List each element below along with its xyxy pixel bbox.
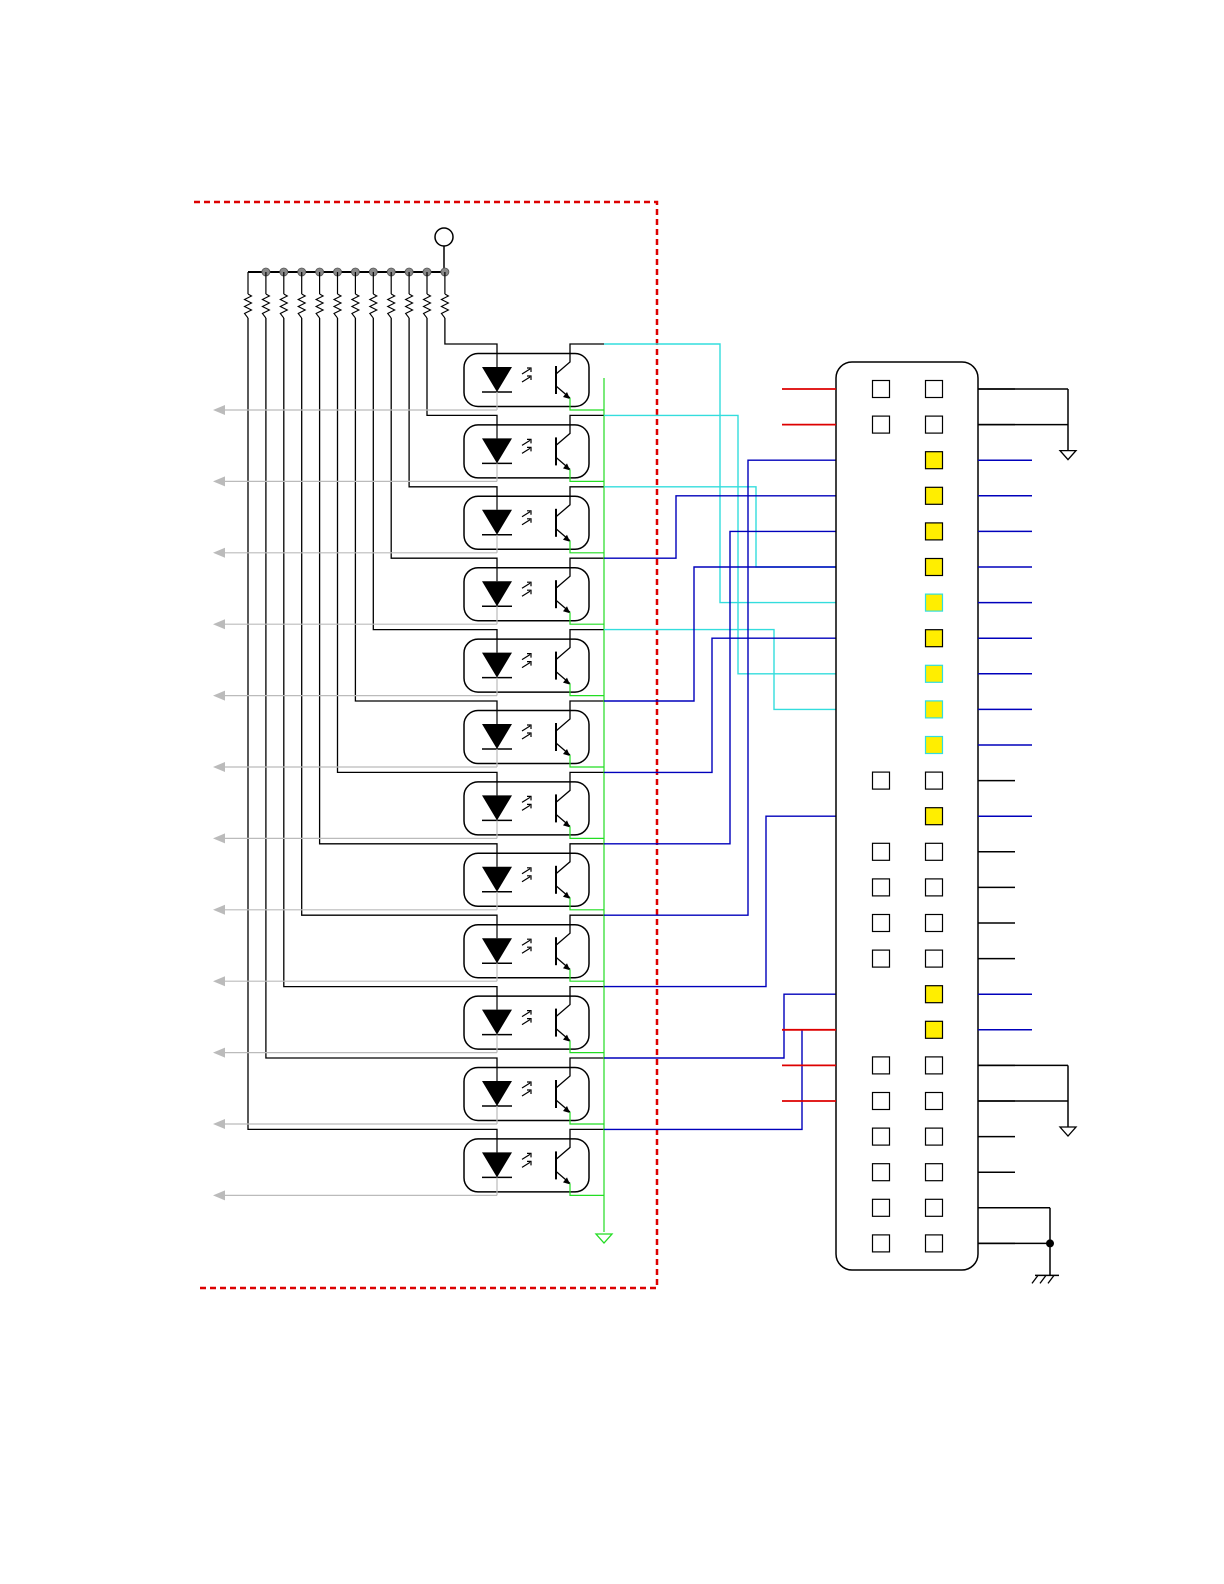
resistor-zigzag xyxy=(424,294,431,318)
pin-pad xyxy=(926,594,943,611)
earth-icon xyxy=(1032,1275,1054,1283)
pin-pad xyxy=(926,1164,943,1181)
connector-shell xyxy=(836,362,978,1270)
resistor-zigzag xyxy=(334,294,341,318)
pin-pad xyxy=(873,416,890,433)
optocoupler xyxy=(213,772,604,843)
optocoupler xyxy=(213,558,604,629)
return-arrow-icon xyxy=(213,691,225,701)
pin-pad xyxy=(926,950,943,967)
supply-and-resistor-network xyxy=(245,228,498,1149)
anode-feed xyxy=(248,318,497,1149)
db25-connector xyxy=(782,362,1076,1283)
pin-pad xyxy=(873,1235,890,1252)
pin-pad xyxy=(873,1128,890,1145)
supply-terminal xyxy=(435,228,453,246)
pin-pad xyxy=(926,772,943,789)
resistor-zigzag xyxy=(298,294,305,318)
pin-pad xyxy=(873,381,890,398)
resistor xyxy=(262,268,497,1078)
ground-symbol-icon xyxy=(596,1234,612,1243)
pin-pad xyxy=(926,1128,943,1145)
pin-pad xyxy=(926,416,943,433)
pin-pad xyxy=(926,1093,943,1110)
resistor-zigzag xyxy=(441,294,448,318)
pin-pad xyxy=(926,665,943,682)
pin-pad xyxy=(873,1057,890,1074)
earth-node xyxy=(1046,1239,1054,1247)
return-arrow-icon xyxy=(213,1119,225,1129)
pin-pad xyxy=(926,1199,943,1216)
pin-pad xyxy=(926,1235,943,1252)
pin-pad xyxy=(926,737,943,754)
pin-pad xyxy=(873,1093,890,1110)
ground-symbol-icon xyxy=(1060,451,1076,460)
return-arrow-icon xyxy=(213,405,225,415)
pin-pad xyxy=(873,915,890,932)
pin-pad xyxy=(873,772,890,789)
pin-pad xyxy=(873,950,890,967)
pin-pad xyxy=(873,843,890,860)
resistor xyxy=(441,268,497,364)
ground-symbol-icon xyxy=(1060,1127,1076,1136)
anode-feed xyxy=(266,318,497,1078)
pin-pad xyxy=(873,1164,890,1181)
resistor-zigzag xyxy=(388,294,395,318)
pin-pad xyxy=(926,915,943,932)
optocoupler xyxy=(213,844,604,915)
return-arrow-icon xyxy=(213,976,225,986)
optocoupler xyxy=(213,915,604,986)
pin-pad xyxy=(926,701,943,718)
optocoupler-array xyxy=(213,344,612,1243)
resistor xyxy=(245,272,498,1149)
resistor-zigzag xyxy=(262,294,269,318)
optocoupler xyxy=(213,701,604,772)
pin-pad xyxy=(926,879,943,896)
return-arrow-icon xyxy=(213,833,225,843)
resistor-zigzag xyxy=(370,294,377,318)
return-arrow-icon xyxy=(213,905,225,915)
return-arrow-icon xyxy=(213,476,225,486)
pin-pad xyxy=(926,630,943,647)
optocoupler xyxy=(213,487,604,558)
pin-pad xyxy=(926,523,943,540)
pin-pad xyxy=(926,381,943,398)
pin-pad xyxy=(926,986,943,1003)
pin-pad xyxy=(926,487,943,504)
optocoupler xyxy=(213,987,604,1058)
return-arrow-icon xyxy=(213,762,225,772)
optocoupler xyxy=(213,1129,604,1200)
resistor-zigzag xyxy=(352,294,359,318)
resistor-zigzag xyxy=(245,294,252,318)
resistor-zigzag xyxy=(280,294,287,318)
resistor-zigzag xyxy=(406,294,413,318)
pin-pad xyxy=(873,1199,890,1216)
pin-pad xyxy=(873,879,890,896)
pin-pad xyxy=(926,1021,943,1038)
pin-pad xyxy=(926,1057,943,1074)
return-arrow-icon xyxy=(213,1048,225,1058)
return-arrow-icon xyxy=(213,619,225,629)
pin-pad xyxy=(926,559,943,576)
resistor-zigzag xyxy=(316,294,323,318)
optocoupler xyxy=(213,1058,604,1129)
return-arrow-icon xyxy=(213,548,225,558)
pin-pad xyxy=(926,843,943,860)
optocoupler xyxy=(213,630,604,701)
pin-pad xyxy=(926,452,943,469)
return-arrow-icon xyxy=(213,1190,225,1200)
pin-pad xyxy=(926,808,943,825)
